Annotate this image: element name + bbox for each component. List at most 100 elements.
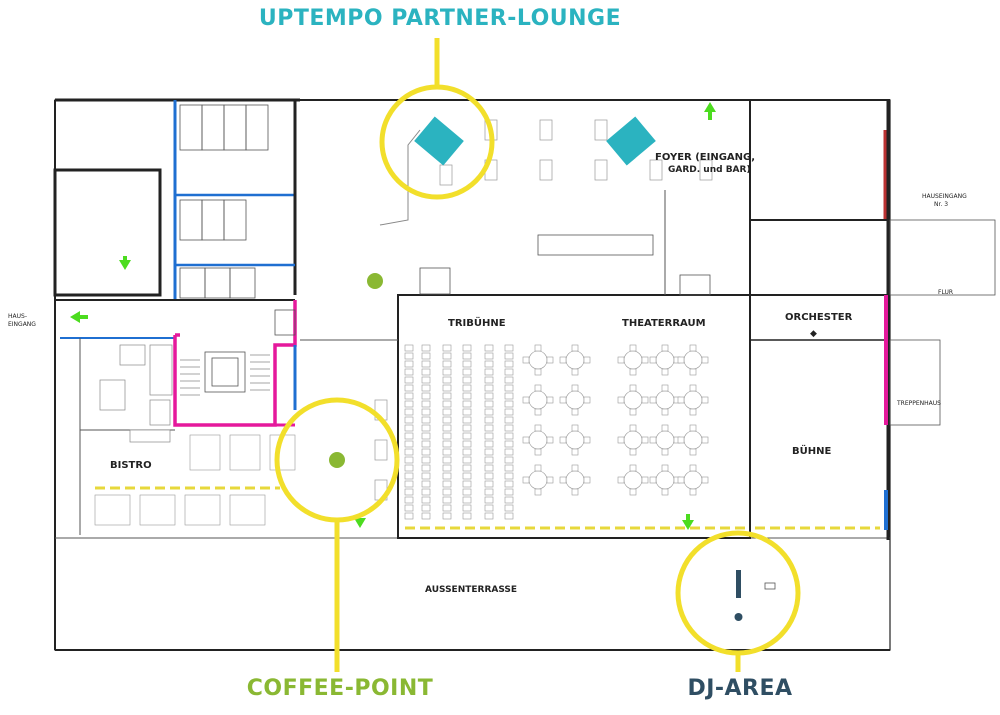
tribune-seat xyxy=(484,344,494,352)
table-chair xyxy=(629,424,637,432)
tribune-seat xyxy=(421,488,431,496)
round-table xyxy=(683,390,703,410)
tribune-seat xyxy=(484,376,494,384)
tribune-seat xyxy=(462,384,472,392)
tribune-seat xyxy=(421,376,431,384)
tribune-seat xyxy=(484,464,494,472)
room-flur: FLUR xyxy=(938,289,953,296)
tribune-seat xyxy=(462,488,472,496)
tribune-seat xyxy=(484,416,494,424)
tribune-seat xyxy=(442,344,452,352)
tribune-seat xyxy=(504,344,514,352)
round-table xyxy=(528,470,548,490)
table-chair xyxy=(701,476,709,484)
tribune-seat xyxy=(484,408,494,416)
tribune-seat xyxy=(462,352,472,360)
coffee-point-label: COFFEE-POINT xyxy=(246,676,434,701)
room-theaterraum: THEATERRAUM xyxy=(622,318,706,329)
tribune-seat xyxy=(484,424,494,432)
table-chair xyxy=(677,476,685,484)
table-chair xyxy=(559,396,567,404)
table-chair xyxy=(571,448,579,456)
tribune-seats xyxy=(404,344,514,520)
table-chair xyxy=(649,356,657,364)
tribune-seat xyxy=(462,400,472,408)
table-chair xyxy=(629,344,637,352)
table-chair xyxy=(689,448,697,456)
tribune-seat xyxy=(404,416,414,424)
tribune-seat xyxy=(421,448,431,456)
tribune-seat xyxy=(404,512,414,520)
tribune-seat xyxy=(484,480,494,488)
tribune-seat xyxy=(404,376,414,384)
round-table xyxy=(683,430,703,450)
tribune-seat xyxy=(404,352,414,360)
table-chair xyxy=(629,384,637,392)
table-chair xyxy=(571,408,579,416)
table-chair xyxy=(583,436,591,444)
table-chair xyxy=(701,396,709,404)
table-chair xyxy=(629,464,637,472)
lounge-seat-icon xyxy=(414,116,656,166)
table-chair xyxy=(689,344,697,352)
tribune-seat xyxy=(484,400,494,408)
table-chair xyxy=(649,436,657,444)
tribune-seat xyxy=(421,424,431,432)
tribune-seat xyxy=(462,360,472,368)
table-chair xyxy=(661,464,669,472)
bistro-tables xyxy=(94,434,296,526)
round-table xyxy=(528,390,548,410)
table-chair xyxy=(649,476,657,484)
table-chair xyxy=(534,464,542,472)
tribune-seat xyxy=(421,384,431,392)
tribune-seat xyxy=(442,352,452,360)
table-chair xyxy=(522,476,530,484)
tribune-seat xyxy=(484,456,494,464)
coffee-point-marker-icon xyxy=(367,273,383,289)
table-chair xyxy=(629,488,637,496)
tribune-seat xyxy=(442,464,452,472)
tribune-seat xyxy=(442,408,452,416)
tribune-seat xyxy=(421,392,431,400)
tribune-seat xyxy=(421,464,431,472)
room-foyer-sub: GARD. und BAR) xyxy=(668,165,751,175)
table-chair xyxy=(617,396,625,404)
table-chair xyxy=(689,424,697,432)
table-chair xyxy=(689,464,697,472)
tribune-seat xyxy=(462,464,472,472)
tribune-seat xyxy=(442,432,452,440)
tribune-seat xyxy=(504,352,514,360)
tribune-seat xyxy=(421,456,431,464)
table-chair xyxy=(571,488,579,496)
table-chair xyxy=(546,436,554,444)
theater-round-tables xyxy=(522,344,709,496)
tribune-seat xyxy=(504,488,514,496)
tribune-seat xyxy=(462,424,472,432)
tribune-seat xyxy=(484,368,494,376)
table-chair xyxy=(617,476,625,484)
table-chair xyxy=(689,488,697,496)
tribune-seat xyxy=(404,448,414,456)
table-chair xyxy=(534,384,542,392)
tribune-seat xyxy=(504,432,514,440)
table-chair xyxy=(546,476,554,484)
tribune-seat xyxy=(421,408,431,416)
tribune-seat xyxy=(504,472,514,480)
table-chair xyxy=(661,368,669,376)
tribune-seat xyxy=(462,456,472,464)
table-chair xyxy=(534,344,542,352)
room-buehne: BÜHNE xyxy=(792,443,831,457)
table-chair xyxy=(629,368,637,376)
tribune-seat xyxy=(504,504,514,512)
table-chair xyxy=(534,424,542,432)
tribune-seat xyxy=(442,504,452,512)
tribune-seat xyxy=(484,352,494,360)
table-chair xyxy=(661,488,669,496)
table-chair xyxy=(701,436,709,444)
tribune-seat xyxy=(504,464,514,472)
round-table xyxy=(655,350,675,370)
round-table xyxy=(623,430,643,450)
tribune-seat xyxy=(442,472,452,480)
tribune-seat xyxy=(404,504,414,512)
table-chair xyxy=(649,396,657,404)
